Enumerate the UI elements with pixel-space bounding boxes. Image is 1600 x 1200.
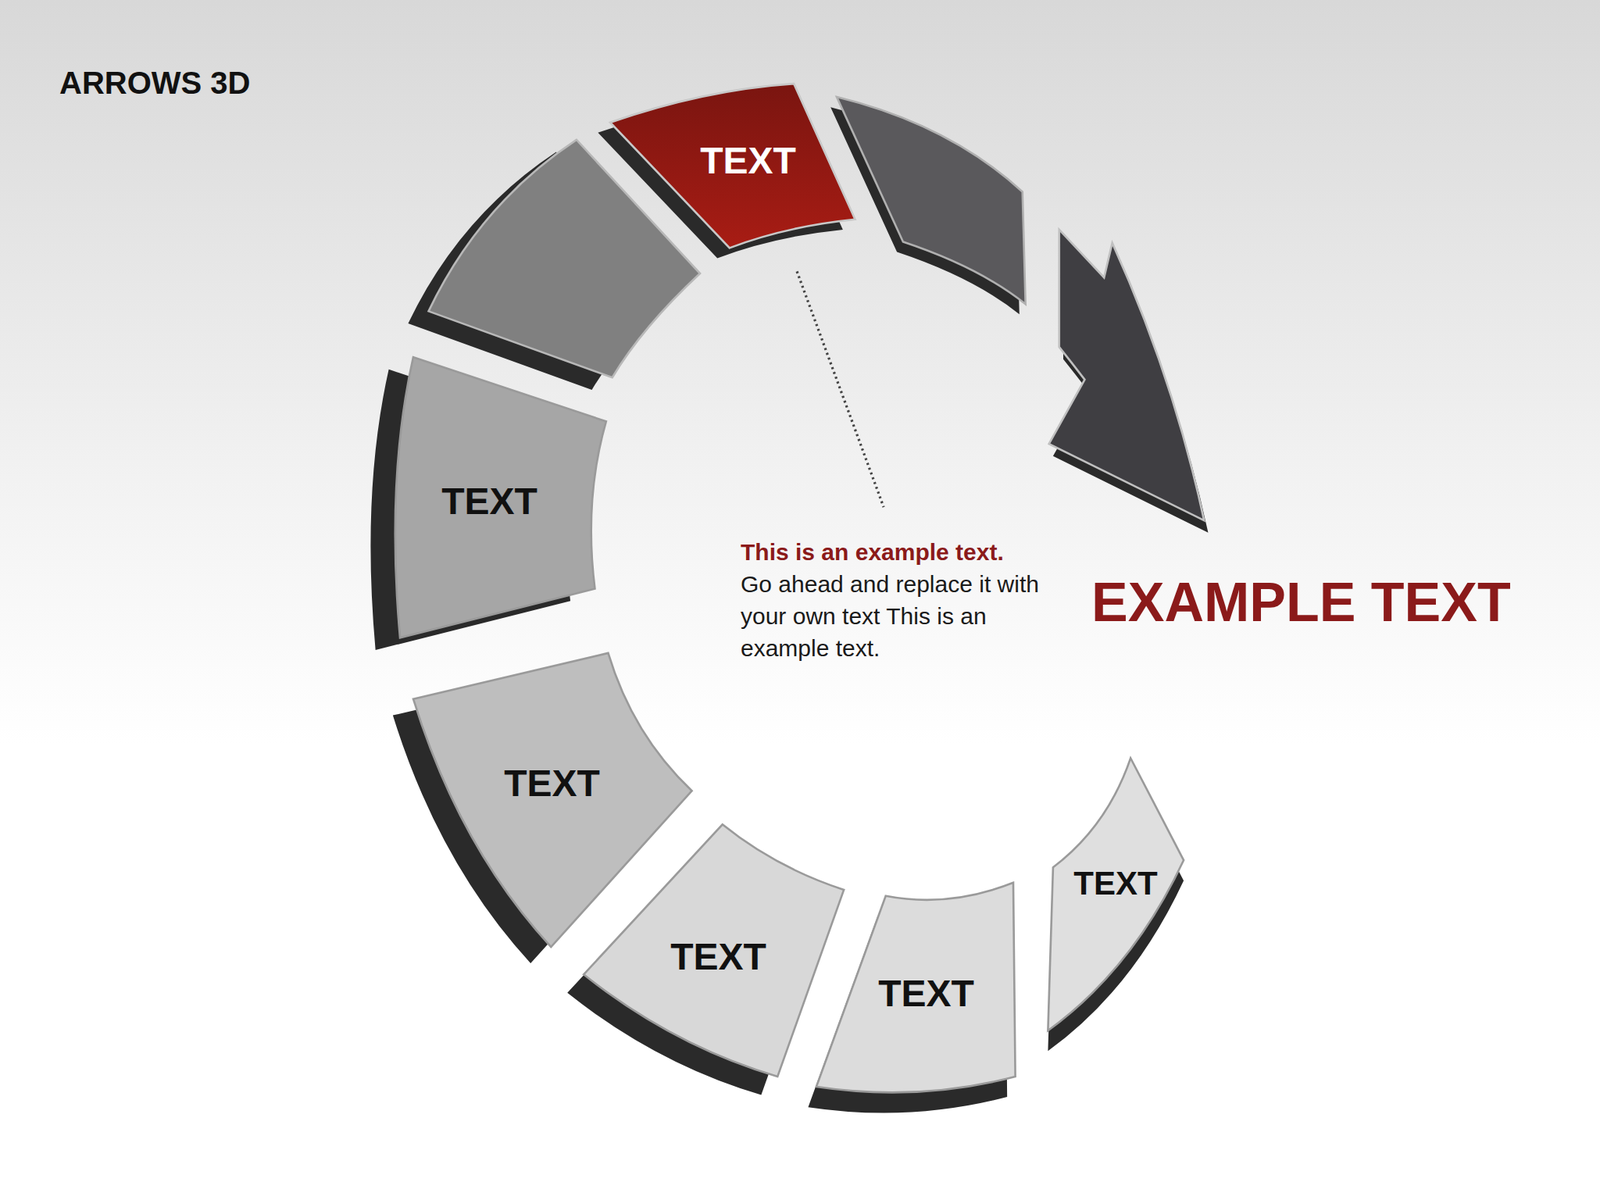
example-heading: EXAMPLE TEXT (1091, 565, 1511, 641)
ring-segment-node: TEXT (665, 933, 772, 982)
segment-label: TEXT (670, 936, 767, 979)
ring-segment-node: TEXT (1068, 862, 1163, 906)
segment-label: TEXT (503, 763, 600, 805)
diagram-title: ARROWS 3D (59, 65, 250, 101)
segment-label: TEXT (1073, 865, 1158, 902)
ring-segment (816, 882, 1016, 1093)
arrow-head (1049, 229, 1205, 521)
leader-line (796, 271, 884, 508)
segment-label: TEXT (441, 481, 538, 523)
ring-segment-node: TEXT (695, 137, 801, 186)
ring-segment (395, 357, 607, 638)
ring-segment-node: TEXT (873, 970, 979, 1018)
ring-segment (428, 139, 700, 378)
ring-segment-node: TEXT (436, 478, 543, 526)
ring-segment (1047, 757, 1184, 1031)
segment-label: TEXT (700, 140, 797, 183)
segment-label: TEXT (878, 973, 975, 1015)
segment-faces (395, 83, 1204, 1093)
note-body: Go ahead and replace it with your own te… (740, 567, 1050, 665)
ring-segment (836, 96, 1026, 304)
ring-segment-node: TEXT (499, 760, 605, 808)
note-heading: This is an example text. (740, 535, 1077, 568)
ring-segment (583, 824, 844, 1077)
segment-shadows (370, 93, 1208, 1113)
